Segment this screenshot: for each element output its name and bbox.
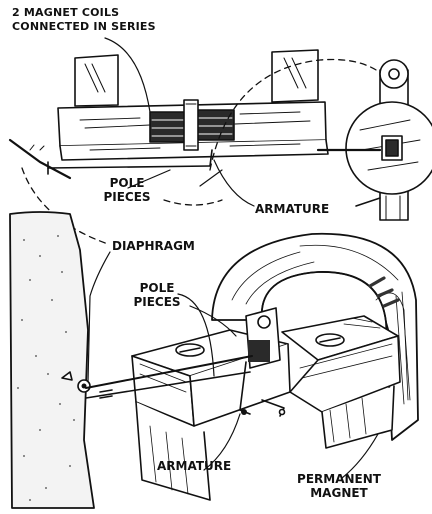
label-coils-line-2: CONNECTED IN SERIES bbox=[12, 20, 156, 33]
horseshoe-magnet bbox=[211, 232, 419, 441]
bottom-right-block bbox=[281, 315, 401, 449]
top-side-view bbox=[8, 37, 393, 207]
label-pole-pieces-bottom-line-2: PIECES bbox=[133, 295, 181, 309]
bottom-rod bbox=[61, 355, 253, 399]
end-detail bbox=[316, 59, 432, 221]
dash-mid bbox=[163, 199, 223, 206]
label-permanent-magnet: PERMANENT MAGNET bbox=[297, 472, 381, 500]
top-rod bbox=[47, 149, 213, 175]
label-coils: 2 MAGNET COILS CONNECTED IN SERIES bbox=[12, 6, 156, 34]
label-armature-top: ARMATURE bbox=[255, 202, 330, 216]
label-pole-pieces-top-line-2: PIECES bbox=[103, 190, 151, 204]
label-pole-pieces-top: POLE PIECES bbox=[98, 176, 156, 204]
label-pole-pieces-bottom: POLE PIECES bbox=[128, 281, 186, 309]
top-dash-curve bbox=[209, 58, 393, 171]
top-coils bbox=[149, 99, 235, 151]
top-diaphragm-edge bbox=[8, 138, 72, 180]
bottom-leaders bbox=[87, 251, 379, 479]
label-armature-bottom: ARMATURE bbox=[157, 459, 232, 473]
bottom-armature bbox=[239, 307, 286, 417]
label-permanent-magnet-line-2: MAGNET bbox=[310, 486, 368, 500]
label-pole-pieces-top-line-1: POLE bbox=[109, 176, 145, 190]
label-diaphragm: DIAPHRAGM bbox=[112, 239, 195, 253]
label-permanent-magnet-line-1: PERMANENT bbox=[297, 472, 381, 486]
top-upright-right bbox=[271, 49, 319, 103]
label-coils-line-1: 2 MAGNET COILS bbox=[12, 6, 120, 19]
top-leaders bbox=[104, 37, 255, 207]
top-upright-left bbox=[74, 54, 119, 107]
diaphragm-plate bbox=[9, 211, 95, 509]
label-pole-pieces-bottom-line-1: POLE bbox=[139, 281, 175, 295]
